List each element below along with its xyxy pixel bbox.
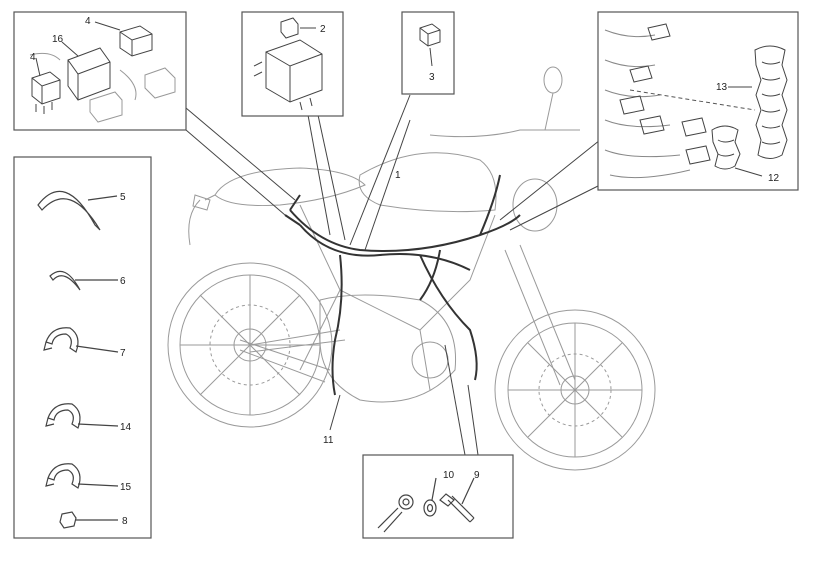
callout-13: 13: [716, 82, 728, 93]
bolt-9: [439, 493, 475, 523]
motorcycle-illustration: [167, 66, 656, 471]
clip-15: [45, 463, 81, 489]
engine: [319, 294, 457, 403]
callout-12: 12: [768, 173, 780, 184]
sleeve-13: [754, 45, 788, 159]
sleeve-12: [711, 125, 741, 170]
inset-connectors: 13 12: [597, 11, 799, 191]
callout-7: 7: [120, 348, 126, 359]
relay-16: [67, 47, 111, 101]
inset-small-relay: 3: [401, 11, 455, 95]
callout-16: 16: [52, 34, 64, 45]
relay-4-left: [31, 71, 61, 105]
callout-5: 5: [120, 192, 126, 203]
relay-3: [419, 23, 441, 47]
nut-8: [59, 511, 77, 529]
inset-relay-box: 2: [241, 11, 344, 117]
callout-9: 9: [474, 470, 480, 481]
strap-5: [37, 190, 101, 231]
inset-clips: 5 6 7 14 15 8: [13, 156, 152, 539]
callout-14: 14: [120, 422, 132, 433]
strap-6: [49, 270, 81, 291]
callout-2: 2: [320, 24, 326, 35]
relay-box: [265, 39, 323, 103]
relay-4-top: [119, 25, 153, 57]
relay-2: [280, 17, 299, 39]
earth-cable: [377, 507, 403, 533]
callout-4-left: 4: [30, 52, 36, 63]
callout-6: 6: [120, 276, 126, 287]
callout-8: 8: [122, 516, 128, 527]
clip-7: [43, 327, 79, 353]
inset-earth-cable: 10 9: [362, 454, 514, 539]
fuel-tank: [358, 152, 497, 213]
washer-10: [423, 499, 437, 517]
wiring-harness: [284, 174, 521, 396]
mirror: [543, 66, 563, 94]
leader-lines: [185, 94, 601, 456]
front-wheel: [494, 309, 656, 471]
callout-15: 15: [120, 482, 132, 493]
callout-11: 11: [323, 435, 334, 446]
callout-10: 10: [443, 470, 455, 481]
callout-4-top: 4: [85, 16, 91, 27]
headlight: [512, 178, 558, 232]
inset-relays: 16 4 4: [13, 11, 187, 131]
clip-14: [45, 403, 81, 429]
callout-1: 1: [395, 170, 401, 181]
callout-3: 3: [429, 72, 435, 83]
seat: [214, 167, 366, 207]
